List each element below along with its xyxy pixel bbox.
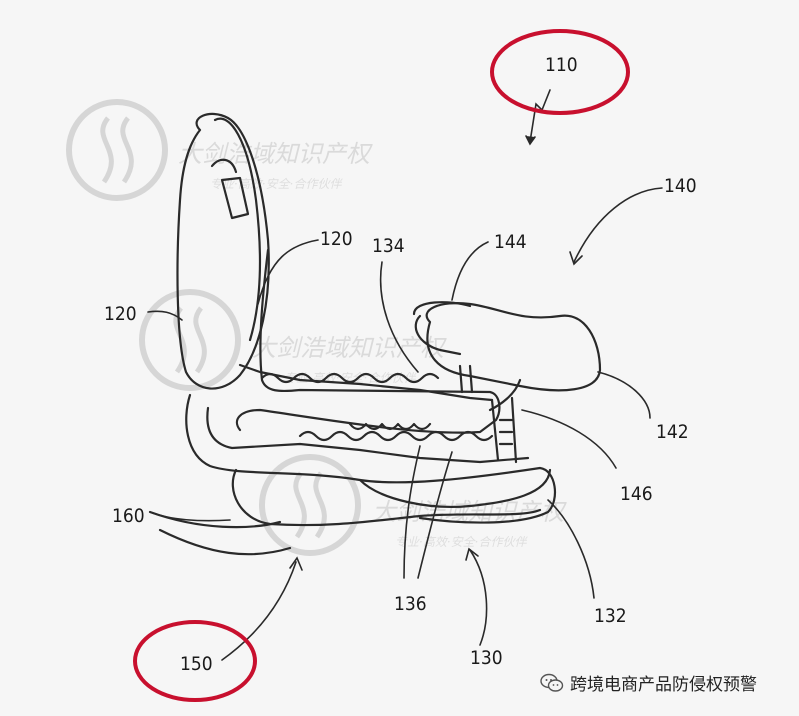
account-name: 跨境电商产品防侵权预警 bbox=[570, 675, 757, 695]
upper-wavy-rail bbox=[260, 372, 440, 384]
ref-130: 130 bbox=[470, 647, 503, 669]
leader-142 bbox=[597, 371, 651, 419]
leader-120-top bbox=[257, 239, 319, 305]
outer-base-frame bbox=[185, 393, 557, 524]
outer-back-cushion bbox=[176, 112, 270, 390]
watermark-subtext-3: 专业·高效·安全·合作伙伴 bbox=[395, 535, 528, 549]
device-line-drawing bbox=[148, 112, 602, 556]
arrow-110 bbox=[529, 89, 551, 143]
ref-134: 134 bbox=[372, 235, 405, 257]
armrest-support bbox=[458, 364, 522, 412]
base-plate bbox=[358, 468, 552, 508]
leader-134 bbox=[379, 261, 419, 373]
ref-120-top: 120 bbox=[320, 228, 353, 250]
leader-136b bbox=[417, 451, 453, 579]
arrow-150 bbox=[221, 561, 297, 661]
leader-lines bbox=[147, 89, 663, 661]
ref-150: 150 bbox=[180, 653, 213, 675]
ref-132: 132 bbox=[594, 605, 627, 627]
watermark-subtext-1: 专业·高效·安全·合作伙伴 bbox=[210, 177, 343, 191]
armrest-pad bbox=[425, 302, 602, 392]
leader-144 bbox=[451, 241, 489, 301]
leader-132 bbox=[547, 499, 595, 599]
leader-146 bbox=[521, 409, 617, 469]
watermark-1: 大剑浩域知识产权 专业·高效·安全·合作伙伴 bbox=[66, 99, 373, 201]
frame-bar bbox=[235, 248, 501, 434]
highlight-ellipse-110 bbox=[490, 29, 630, 115]
seat-cushion bbox=[231, 468, 542, 527]
watermark-text-1: 大剑浩域知识产权 bbox=[178, 140, 373, 168]
watermark-text-2: 大剑浩域知识产权 bbox=[252, 334, 447, 362]
ref-140: 140 bbox=[664, 175, 697, 197]
ref-144: 144 bbox=[494, 231, 527, 253]
ref-136: 136 bbox=[394, 593, 427, 615]
ref-142: 142 bbox=[656, 421, 689, 443]
account-attribution: 跨境电商产品防侵权预警 bbox=[540, 670, 757, 695]
arrow-140 bbox=[573, 187, 663, 263]
leader-136a bbox=[403, 445, 421, 579]
watermark-2: 大剑浩域知识产权 专业·高效·安全·合作伙伴 bbox=[139, 289, 447, 391]
leader-160 bbox=[149, 511, 231, 522]
highlight-ellipse-150 bbox=[133, 620, 257, 702]
arrow-130 bbox=[469, 549, 488, 646]
leader-120-left bbox=[147, 310, 183, 321]
armrest-base bbox=[414, 314, 462, 356]
ref-110: 110 bbox=[545, 54, 578, 76]
ref-120-left: 120 bbox=[104, 303, 137, 325]
wechat-icon bbox=[540, 673, 564, 692]
ref-146: 146 bbox=[620, 483, 653, 505]
upright-post bbox=[490, 396, 518, 464]
lower-wavy-rail bbox=[298, 430, 494, 442]
ref-160: 160 bbox=[112, 505, 145, 527]
